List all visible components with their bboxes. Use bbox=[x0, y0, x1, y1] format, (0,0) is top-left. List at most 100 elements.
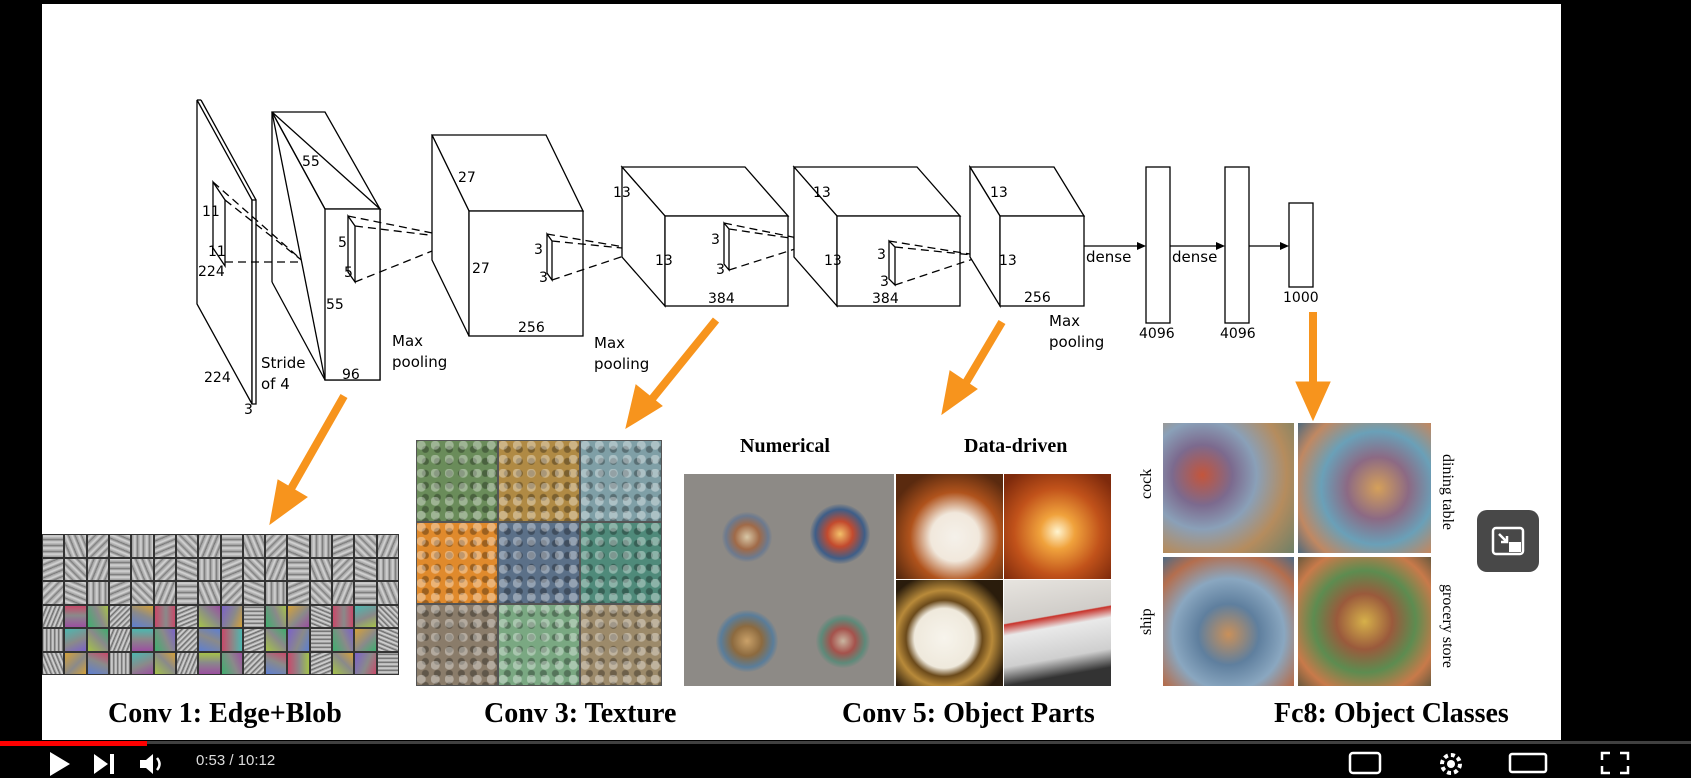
conv1-filter-cell bbox=[243, 582, 265, 604]
k3-a-label: 3 bbox=[534, 242, 543, 258]
conv1-filter-cell bbox=[109, 652, 131, 674]
conv1-filter-cell bbox=[355, 652, 376, 674]
data-driven-parts-image bbox=[896, 474, 1111, 686]
output-layer bbox=[1288, 202, 1314, 288]
conv5-volume bbox=[968, 164, 1086, 309]
conv3-texture-cell bbox=[417, 605, 497, 685]
pool2-label-1: Max bbox=[594, 334, 625, 352]
conv1-filter-cell bbox=[221, 652, 242, 674]
conv1-filter-cell bbox=[288, 582, 309, 604]
fc2-label: 4096 bbox=[1220, 326, 1256, 342]
conv1-filter-cell bbox=[132, 629, 153, 651]
conv1-filter-cell bbox=[109, 629, 131, 651]
conv3-a-label: 13 bbox=[613, 185, 631, 201]
conv3-texture-cell bbox=[581, 523, 661, 603]
conv1-filter-cell bbox=[43, 558, 64, 580]
conv1-filter-cell bbox=[43, 629, 64, 651]
conv1-filter-cell bbox=[176, 605, 198, 627]
conv1-filter-cell bbox=[310, 652, 332, 674]
conv1-filter-cell bbox=[243, 535, 265, 557]
conv1-filter-cell bbox=[355, 558, 376, 580]
miniplayer-button[interactable] bbox=[1477, 510, 1539, 572]
conv5-d-label: 256 bbox=[1024, 290, 1051, 306]
k4-b-label: 3 bbox=[716, 262, 725, 278]
output-label: 1000 bbox=[1283, 290, 1319, 306]
kernel-5 bbox=[888, 239, 983, 287]
k2-b-label: 5 bbox=[344, 265, 353, 281]
conv1-filter-cell bbox=[266, 629, 287, 651]
volume-icon[interactable] bbox=[138, 750, 168, 778]
captions-icon[interactable] bbox=[1348, 750, 1382, 776]
fullscreen-icon[interactable] bbox=[1600, 750, 1630, 776]
numerical-parts-image bbox=[684, 474, 894, 686]
conv1-filter-cell bbox=[243, 629, 265, 651]
conv1-filter-cell bbox=[377, 558, 398, 580]
k1-w-label: 11 bbox=[208, 244, 226, 260]
conv1-filter-cell bbox=[310, 605, 332, 627]
conv3-texture-cell bbox=[581, 605, 661, 685]
conv1-filter-cell bbox=[87, 629, 108, 651]
conv1-filter-cell bbox=[199, 535, 220, 557]
conv1-filter-cell bbox=[355, 605, 376, 627]
conv1-filter-cell bbox=[65, 652, 86, 674]
pool3-label-1: Max bbox=[1049, 312, 1080, 330]
stride-label-1: Stride bbox=[261, 354, 306, 372]
next-icon[interactable] bbox=[92, 750, 118, 778]
settings-icon[interactable] bbox=[1436, 750, 1466, 778]
conv1-filter-cell bbox=[333, 535, 354, 557]
conv4-d-label: 384 bbox=[872, 291, 899, 307]
theater-icon[interactable] bbox=[1508, 750, 1548, 776]
conv1-filter-cell bbox=[266, 605, 287, 627]
conv1-filter-cell bbox=[87, 582, 108, 604]
caption-conv5: Conv 5: Object Parts bbox=[842, 698, 1095, 729]
pool2-label-2: pooling bbox=[594, 355, 649, 373]
progress-bar[interactable] bbox=[0, 741, 1691, 744]
conv3-texture-cell bbox=[499, 605, 579, 685]
arrow-conv1 bbox=[269, 394, 348, 526]
conv1-filter-cell bbox=[109, 582, 131, 604]
conv2-a-label: 27 bbox=[458, 170, 476, 186]
k3-b-label: 3 bbox=[539, 270, 548, 286]
caption-conv3: Conv 3: Texture bbox=[484, 698, 677, 729]
dog-photo bbox=[896, 474, 1003, 579]
orange-arrows bbox=[269, 312, 1331, 526]
conv1-filter-cell bbox=[333, 605, 354, 627]
conv1-filter-cell bbox=[310, 629, 332, 651]
conv1-filter-cell bbox=[109, 535, 131, 557]
clock-photo bbox=[896, 580, 1003, 686]
alexnet-diagram: 11 11 224 224 3 Stride of 4 55 55 96 5 5… bbox=[196, 99, 1331, 526]
pool1-label-2: pooling bbox=[392, 353, 447, 371]
conv1-filter-cell bbox=[176, 535, 198, 557]
conv3-texture-cell bbox=[499, 523, 579, 603]
conv1-filter-cell bbox=[154, 652, 175, 674]
conv3-texture-cell bbox=[499, 441, 579, 521]
conv1-filter-cell bbox=[43, 582, 64, 604]
pool3-label-2: pooling bbox=[1049, 333, 1104, 351]
conv1-filter-cell bbox=[154, 629, 175, 651]
input-volume bbox=[196, 99, 257, 405]
conv1-filter-cell bbox=[377, 535, 398, 557]
conv2-volume bbox=[430, 134, 585, 337]
conv1-filter-cell bbox=[243, 605, 265, 627]
conv4-a-label: 13 bbox=[813, 185, 831, 201]
conv1-filter-cell bbox=[65, 535, 86, 557]
conv4-volume bbox=[792, 165, 962, 308]
play-icon[interactable] bbox=[46, 750, 72, 778]
conv1-filter-cell bbox=[221, 535, 242, 557]
conv1-b-label: 55 bbox=[326, 297, 344, 313]
conv1-filter-cell bbox=[87, 605, 108, 627]
conv1-filter-cell bbox=[243, 652, 265, 674]
conv1-filter-cell bbox=[333, 558, 354, 580]
conv1-filter-cell bbox=[176, 652, 198, 674]
k4-a-label: 3 bbox=[711, 232, 720, 248]
conv1-filter-cell bbox=[288, 605, 309, 627]
conv3-b-label: 13 bbox=[655, 253, 673, 269]
conv1-filter-cell bbox=[87, 558, 108, 580]
k5-b-label: 3 bbox=[880, 274, 889, 290]
conv1-filter-cell bbox=[377, 629, 398, 651]
conv1-filter-cell bbox=[310, 582, 332, 604]
conv1-d-label: 96 bbox=[342, 367, 360, 383]
fc1-layer bbox=[1145, 166, 1171, 324]
conv1-filters-image bbox=[42, 534, 399, 675]
conv1-filter-cell bbox=[288, 558, 309, 580]
